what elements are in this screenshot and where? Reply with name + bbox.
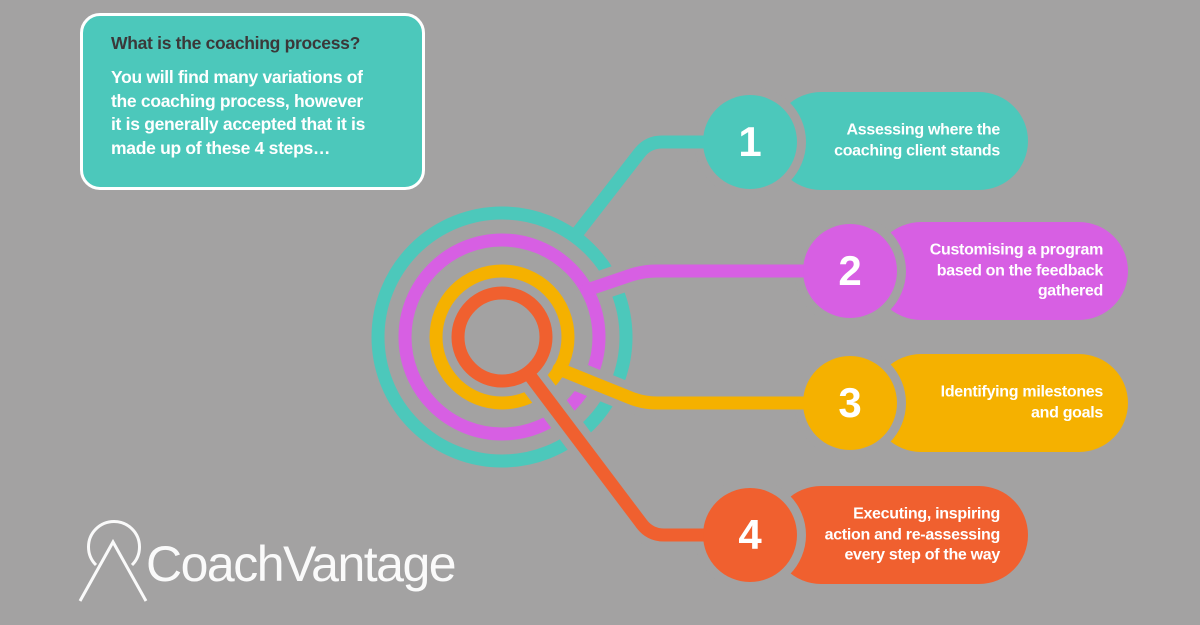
connector-step2 [580,264,858,297]
intro-title: What is the coaching process? [111,33,360,53]
pill-step1 [772,92,1028,190]
step1-number: 1 [738,118,762,165]
step2-label: Customising a program based on the feedb… [929,241,1104,300]
step3-number: 3 [838,379,862,426]
coachvantage-logo-text: CoachVantage [146,536,457,592]
number-circle-step2 [803,224,897,318]
pill-step2 [872,222,1128,320]
ring-step3 [429,264,575,410]
ring-step4 [451,286,553,388]
number-circle-step1 [703,95,797,189]
pill-step3 [872,354,1128,452]
connector-step1 [568,135,758,243]
connector-step4 [521,366,758,542]
step3-label: Identifying milestones and goals [940,383,1104,422]
pill-step4 [772,486,1028,584]
ring-step2 [398,233,606,441]
number-circle-step4 [703,488,797,582]
ring-step1 [371,206,633,468]
coachvantage-mountain-icon [78,520,148,602]
intro-box: What is the coaching process? You will f… [80,13,425,190]
step4-label: Executing, inspiring action and re-asses… [824,505,1001,564]
step4-number: 4 [738,511,762,558]
step2-number: 2 [838,247,862,294]
number-circle-step3 [803,356,897,450]
connector-step3 [552,362,858,410]
step1-label: Assessing where the coaching client stan… [834,121,1000,160]
intro-body: You will find many variations of the coa… [111,67,366,158]
